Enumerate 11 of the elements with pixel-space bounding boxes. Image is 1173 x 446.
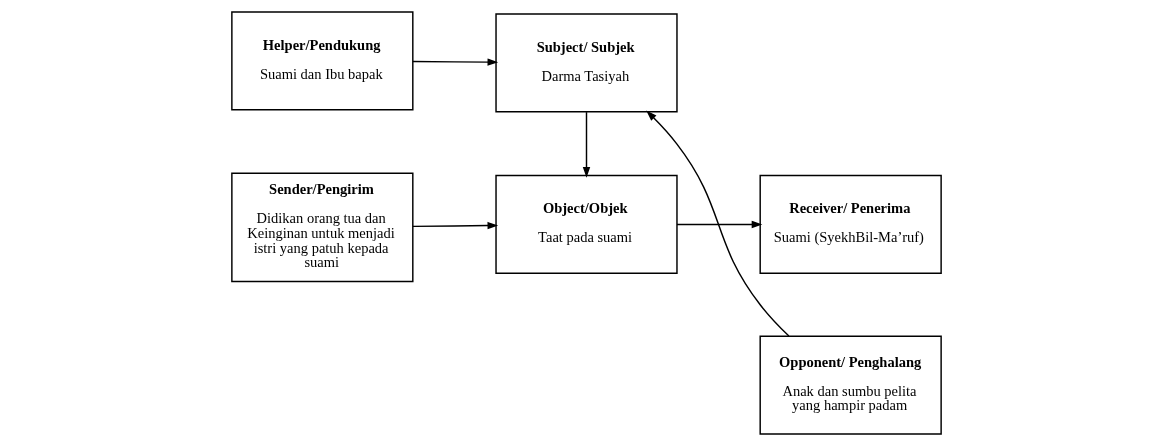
node-box: Opponent/ Penghalang Anak dan sumbu pelita yang hampir padam	[759, 335, 942, 435]
arrow	[412, 58, 499, 66]
node-box: Subject/ Subjek Darma Tasiyah	[495, 13, 678, 113]
node-box: Sender/Pengirim Didikan orang tua dan Keinginan untuk menjadi istri yang patuh kepada suami	[231, 172, 414, 283]
node-box: Object/Objek Taat pada suami	[495, 174, 678, 275]
arrow	[412, 221, 499, 230]
arrow	[676, 220, 763, 229]
node-box: Receiver/ Penerima Suami (SyekhBil-Ma’ruf)	[759, 174, 942, 275]
arrow	[582, 111, 591, 178]
node-box: Helper/Pendukung Suami dan Ibu bapak	[231, 11, 414, 111]
arrow	[646, 110, 790, 337]
